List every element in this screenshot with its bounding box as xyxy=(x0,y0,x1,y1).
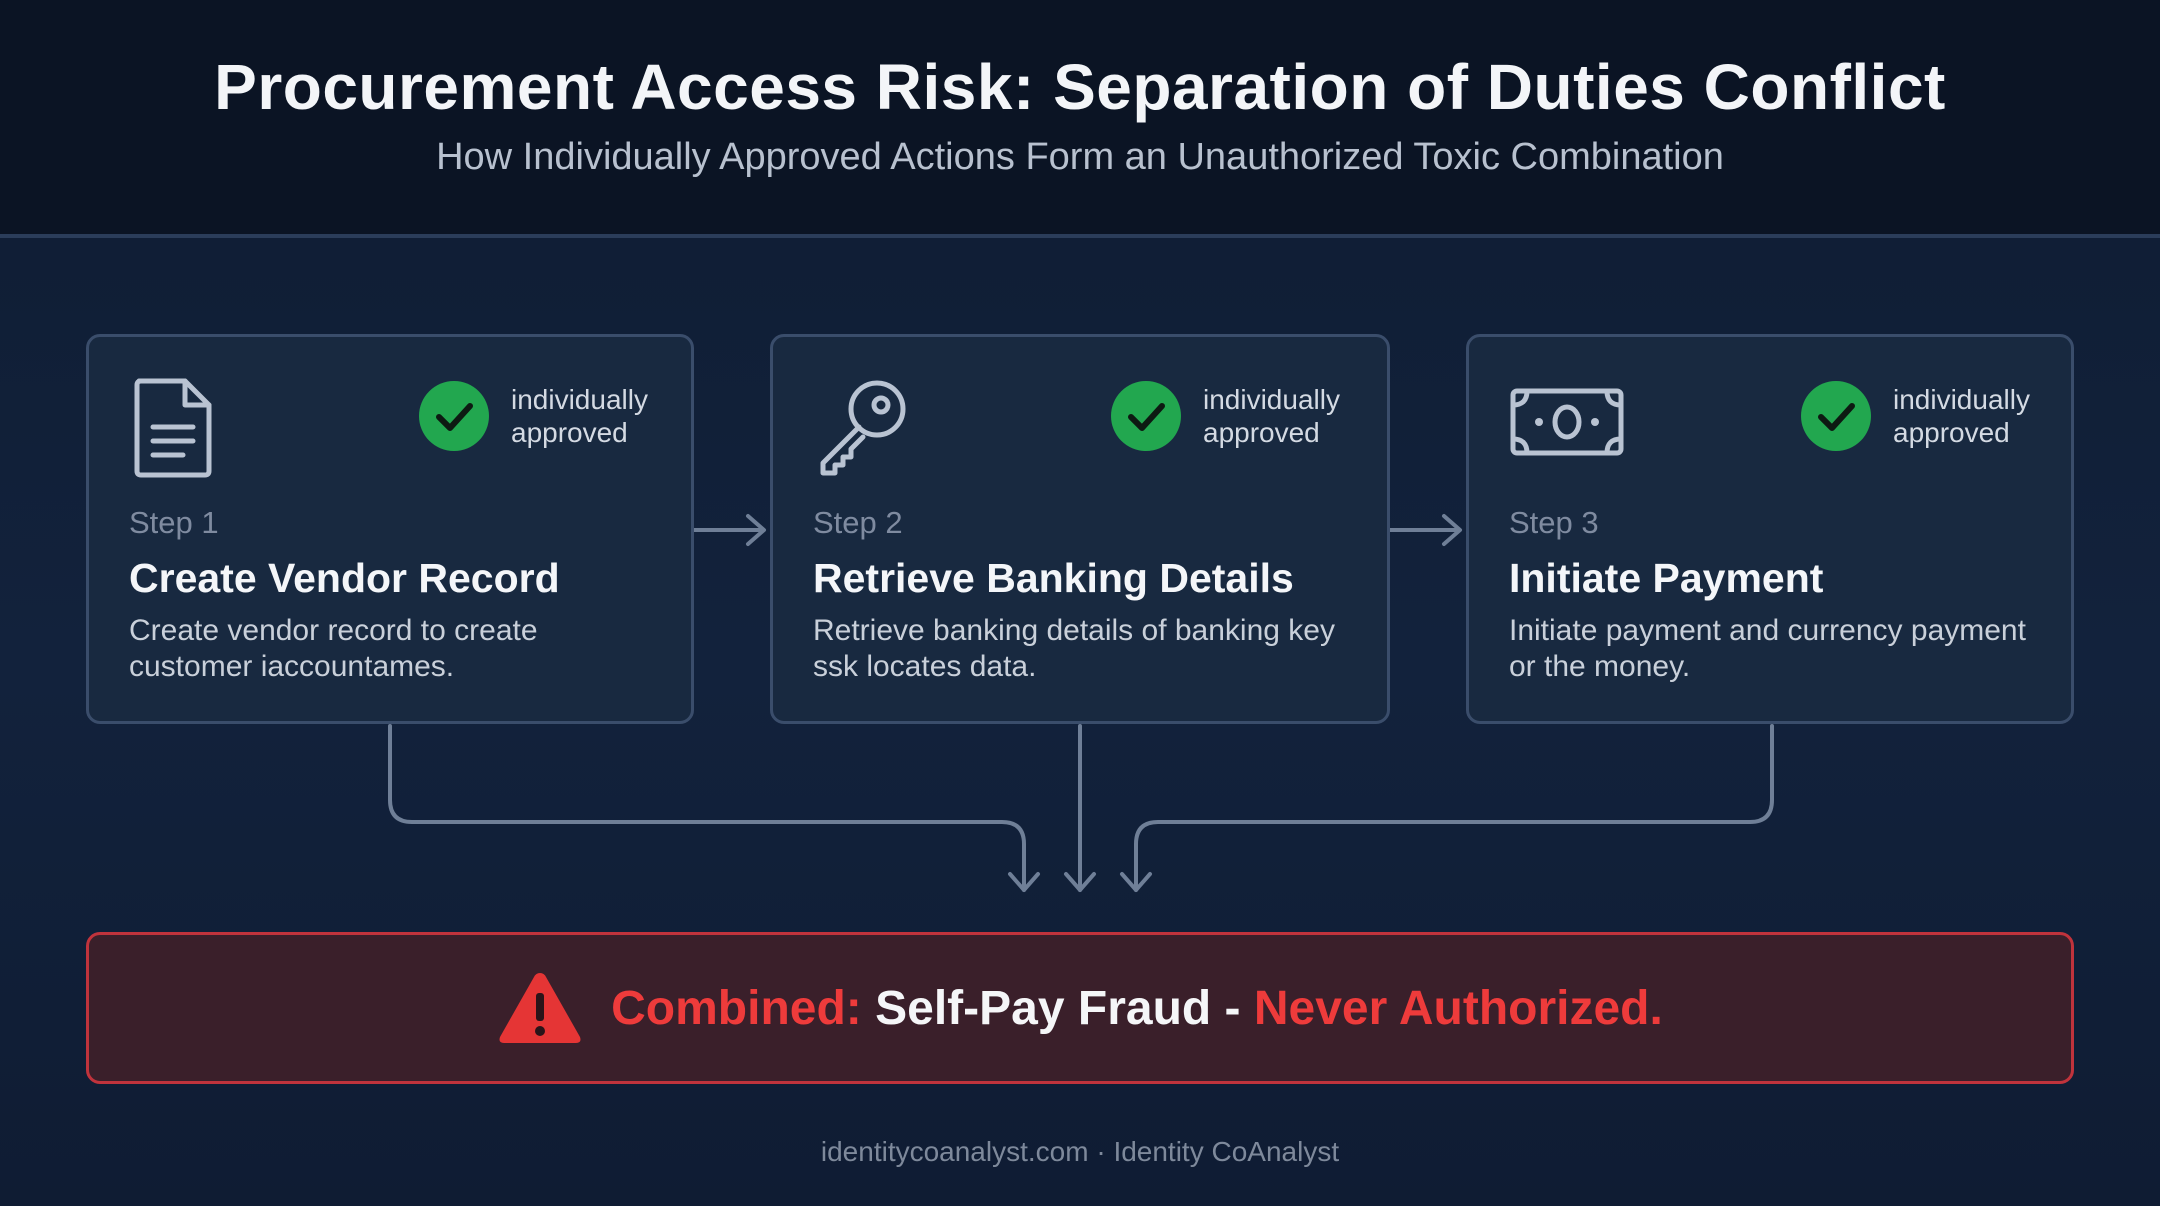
step-description: Initiate payment and currency payment or… xyxy=(1509,614,2026,683)
alert-message: Combined: Self-Pay Fraud - Never Authori… xyxy=(611,981,1663,1036)
arrow-step1-to-step2 xyxy=(692,514,766,546)
document-icon xyxy=(129,375,217,484)
header-band: Procurement Access Risk: Separation of D… xyxy=(0,0,2160,236)
approved-badge: individually approved xyxy=(1801,381,2053,451)
badge-label: individually approved xyxy=(511,384,648,448)
badge-label: individually approved xyxy=(1203,384,1340,448)
step-title: Retrieve Banking Details xyxy=(813,555,1294,601)
check-circle-icon xyxy=(1111,381,1181,451)
step-description: Retrieve banking details of banking key … xyxy=(813,614,1335,683)
warning-triangle-icon xyxy=(499,973,581,1043)
arrow-step2-to-step3 xyxy=(1388,514,1462,546)
key-icon xyxy=(813,375,913,484)
step-card-2: individually approved Step 2 Retrieve Ba… xyxy=(770,334,1390,724)
step-description: Create vendor record to create customer … xyxy=(129,614,538,683)
header-divider xyxy=(0,234,2160,238)
check-circle-icon xyxy=(1801,381,1871,451)
page-title: Procurement Access Risk: Separation of D… xyxy=(214,51,1946,123)
combined-risk-alert: Combined: Self-Pay Fraud - Never Authori… xyxy=(86,932,2074,1084)
approved-badge: individually approved xyxy=(419,381,671,451)
approved-badge: individually approved xyxy=(1111,381,1363,451)
step-title: Initiate Payment xyxy=(1509,555,1824,601)
badge-label: individually approved xyxy=(1893,384,2030,448)
alert-suffix: Never Authorized. xyxy=(1253,981,1663,1035)
alert-prefix: Combined: xyxy=(611,981,862,1035)
step-card-1: individually approved Step 1 Create Vend… xyxy=(86,334,694,724)
money-bill-icon xyxy=(1509,387,1625,462)
connector-step2-to-alert xyxy=(1064,724,1096,892)
step-number: Step 1 xyxy=(129,505,219,540)
connector-step1-to-alert xyxy=(388,724,1040,892)
connector-step3-to-alert xyxy=(1120,724,1774,892)
footer-credit: identitycoanalyst.com · Identity CoAnaly… xyxy=(820,1136,1340,1167)
page-subtitle: How Individually Approved Actions Form a… xyxy=(436,136,1724,178)
step-title: Create Vendor Record xyxy=(129,555,560,601)
step-card-3: individually approved Step 3 Initiate Pa… xyxy=(1466,334,2074,724)
step-number: Step 3 xyxy=(1509,505,1599,540)
step-number: Step 2 xyxy=(813,505,903,540)
alert-middle: Self-Pay Fraud - xyxy=(861,981,1254,1035)
check-circle-icon xyxy=(419,381,489,451)
